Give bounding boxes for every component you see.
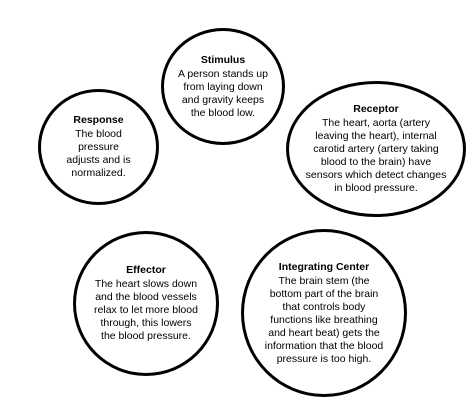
response-circle: Response The blood pressure adjusts and …: [38, 89, 159, 205]
stimulus-title: Stimulus: [200, 53, 246, 66]
integrating-center-title: Integrating Center: [278, 260, 370, 273]
stimulus-circle: Stimulus A person stands up from laying …: [161, 28, 285, 145]
effector-circle: Effector The heart slows down and the bl…: [73, 231, 219, 376]
integrating-center-text: The brain stem (the bottom part of the b…: [264, 274, 384, 365]
response-text: The blood pressure adjusts and is normal…: [66, 128, 131, 179]
receptor-text: The heart, aorta (artery leaving the hea…: [305, 117, 447, 194]
receptor-title: Receptor: [353, 103, 399, 115]
stimulus-text: A person stands up from laying down and …: [178, 67, 268, 119]
integrating-center-circle: Integrating Center The brain stem (the b…: [241, 229, 407, 397]
response-title: Response: [73, 114, 124, 126]
receptor-circle: Receptor The heart, aorta (artery leavin…: [286, 81, 466, 217]
effector-text: The heart slows down and the blood vesse…: [94, 278, 198, 342]
effector-title: Effector: [126, 264, 166, 276]
